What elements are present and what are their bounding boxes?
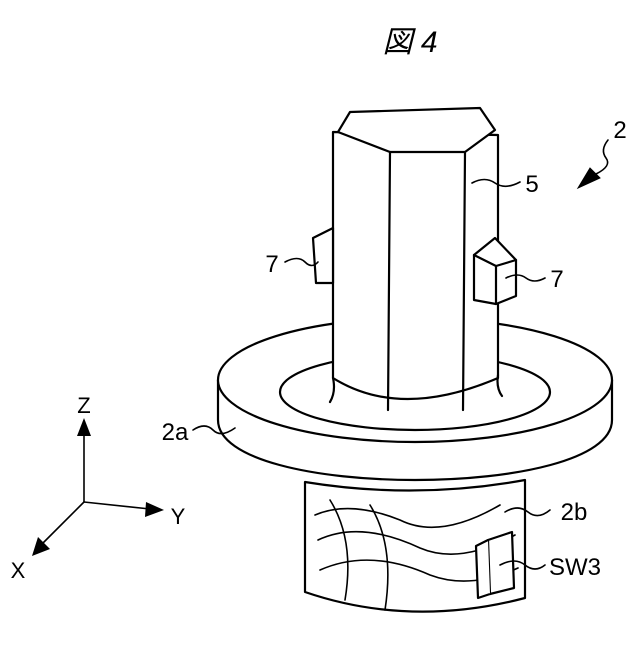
assembly-arrow [578, 140, 608, 188]
axis-label-x: X [11, 558, 26, 583]
coordinate-axes [32, 418, 164, 556]
axis-label-y: Y [171, 504, 186, 529]
label-assembly: 2 [613, 117, 626, 144]
axis-label-z: Z [77, 393, 90, 418]
protrusion-7-left [313, 228, 333, 283]
label-shaft: 5 [525, 171, 538, 198]
figure-title: 図 4 [382, 26, 437, 59]
label-protrusion-left: 7 [265, 251, 278, 278]
label-flange: 2a [162, 419, 189, 446]
label-lower-body: 2b [561, 499, 588, 526]
label-protrusion-right: 7 [550, 266, 563, 293]
label-switch: SW3 [549, 554, 601, 581]
